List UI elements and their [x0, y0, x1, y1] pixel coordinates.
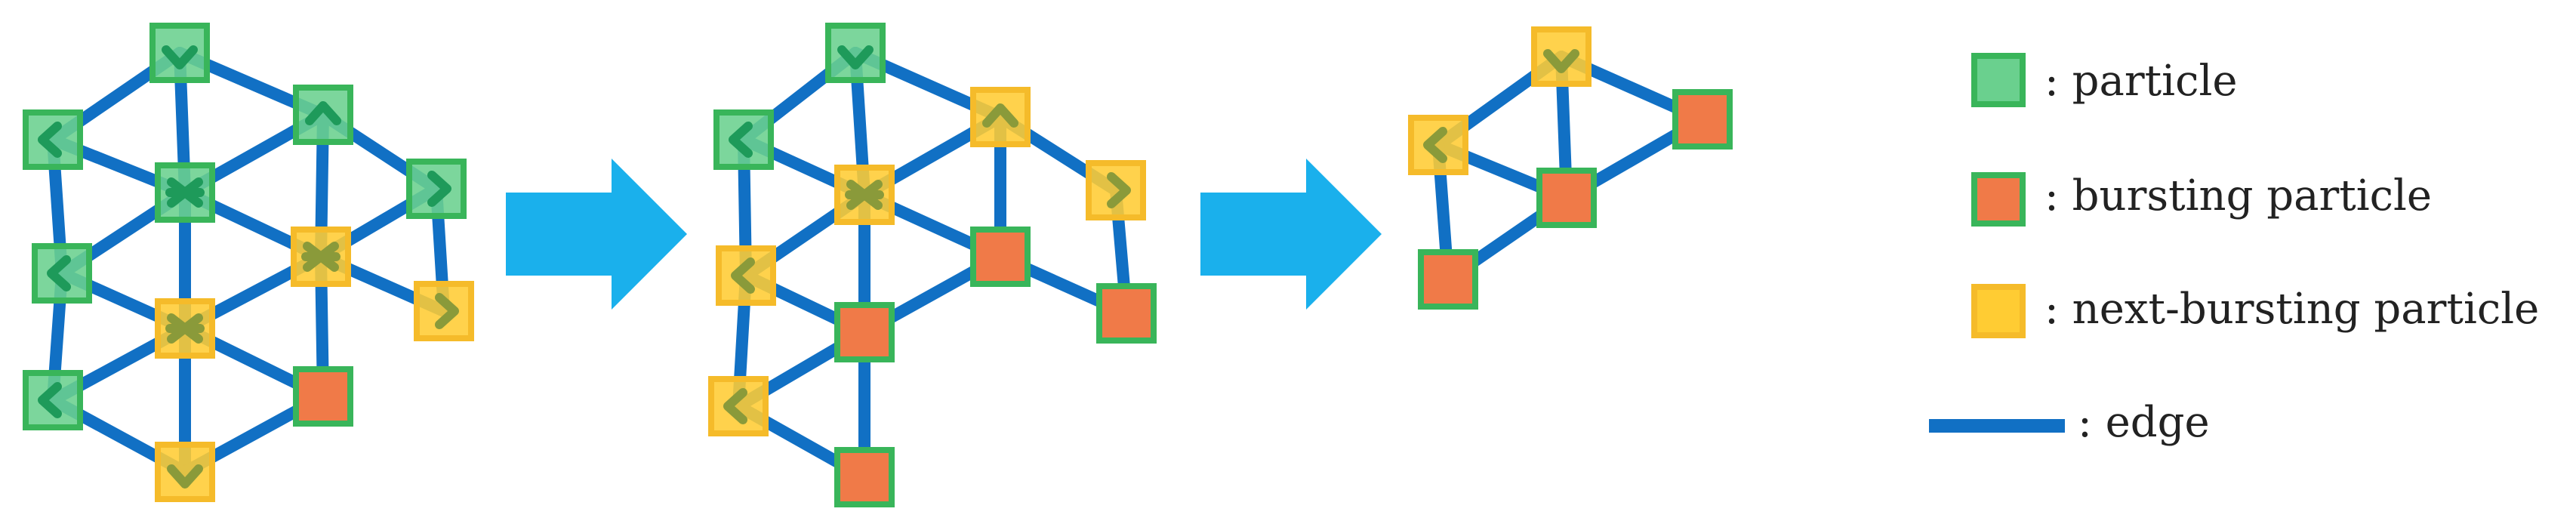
node-mark-icon: [38, 122, 62, 158]
node-square: [293, 366, 353, 427]
legend-edge-label: : edge: [2078, 398, 2210, 447]
node-square: [834, 447, 895, 507]
node-mark-icon: [38, 382, 62, 418]
node-square: [834, 302, 895, 362]
particle-node: [32, 243, 92, 304]
bursting-node: [834, 447, 895, 507]
transition-arrow-2: [1200, 159, 1382, 310]
next-node: [414, 281, 474, 341]
node-square: [1096, 283, 1157, 344]
node-mark-icon: [1543, 49, 1579, 73]
node-square: [23, 109, 83, 170]
bursting-node: [970, 227, 1031, 287]
node-square: [1408, 115, 1468, 175]
next-node: [155, 442, 215, 502]
node-square: [970, 87, 1031, 147]
node-square: [406, 159, 467, 219]
bursting-node: [1418, 249, 1478, 310]
node-square: [149, 23, 210, 83]
particle-node: [406, 159, 467, 219]
next-node: [1086, 160, 1146, 220]
node-square: [708, 376, 769, 436]
node-mark-icon: [301, 242, 340, 272]
bursting-node: [1672, 89, 1733, 149]
node-square: [1086, 160, 1146, 220]
node-mark-icon: [165, 313, 205, 344]
next-node: [834, 165, 895, 225]
next-node: [155, 298, 215, 359]
node-mark-icon: [982, 103, 1018, 128]
legend-particle-swatch: [1971, 53, 2026, 107]
node-mark-icon: [845, 180, 884, 210]
bursting-node: [1536, 168, 1597, 228]
legend-next-swatch: [1971, 284, 2026, 338]
node-mark-icon: [1423, 127, 1447, 163]
bursting-node: [834, 302, 895, 362]
node-mark-icon: [837, 45, 874, 69]
node-mark-icon: [435, 293, 459, 329]
legend-next-label: : next-bursting particle: [2044, 285, 2539, 334]
particle-node: [23, 370, 83, 430]
particle-node: [293, 85, 353, 145]
node-mark-icon: [167, 464, 203, 489]
particle-node: [825, 23, 886, 83]
node-mark-icon: [731, 257, 755, 294]
node-square: [293, 85, 353, 145]
node-mark-icon: [729, 122, 753, 158]
legend-particle-label: : particle: [2044, 57, 2238, 106]
legend-bursting-label: : bursting particle: [2044, 171, 2432, 220]
node-square: [716, 245, 776, 306]
node-mark-icon: [47, 255, 71, 291]
node-mark-icon: [162, 45, 198, 69]
node-mark-icon: [1107, 172, 1131, 208]
node-square: [1418, 249, 1478, 310]
node-square: [1531, 26, 1592, 87]
bursting-node: [293, 366, 353, 427]
node-square: [1536, 168, 1597, 228]
next-node: [708, 376, 769, 436]
legend: : particle : bursting particle : next-bu…: [1929, 53, 2539, 447]
particle-node: [713, 109, 774, 170]
nodes-layer: [23, 23, 1733, 507]
node-mark-icon: [723, 388, 747, 424]
node-square: [32, 243, 92, 304]
node-square: [1672, 89, 1733, 149]
node-mark-icon: [427, 171, 451, 207]
particle-node: [155, 162, 215, 223]
node-square: [825, 23, 886, 83]
node-square: [414, 281, 474, 341]
legend-bursting-swatch: [1971, 172, 2026, 227]
node-square: [23, 370, 83, 430]
node-square: [713, 109, 774, 170]
node-square: [155, 442, 215, 502]
next-node: [970, 87, 1031, 147]
legend-edge-swatch: [1929, 419, 2065, 433]
transition-arrow-1: [506, 159, 687, 310]
particle-node: [149, 23, 210, 83]
next-node: [716, 245, 776, 306]
next-node: [291, 227, 351, 287]
next-node: [1531, 26, 1592, 87]
node-mark-icon: [165, 177, 205, 208]
particle-node: [23, 109, 83, 170]
next-node: [1408, 115, 1468, 175]
bursting-node: [1096, 283, 1157, 344]
node-square: [970, 227, 1031, 287]
node-mark-icon: [305, 101, 341, 125]
